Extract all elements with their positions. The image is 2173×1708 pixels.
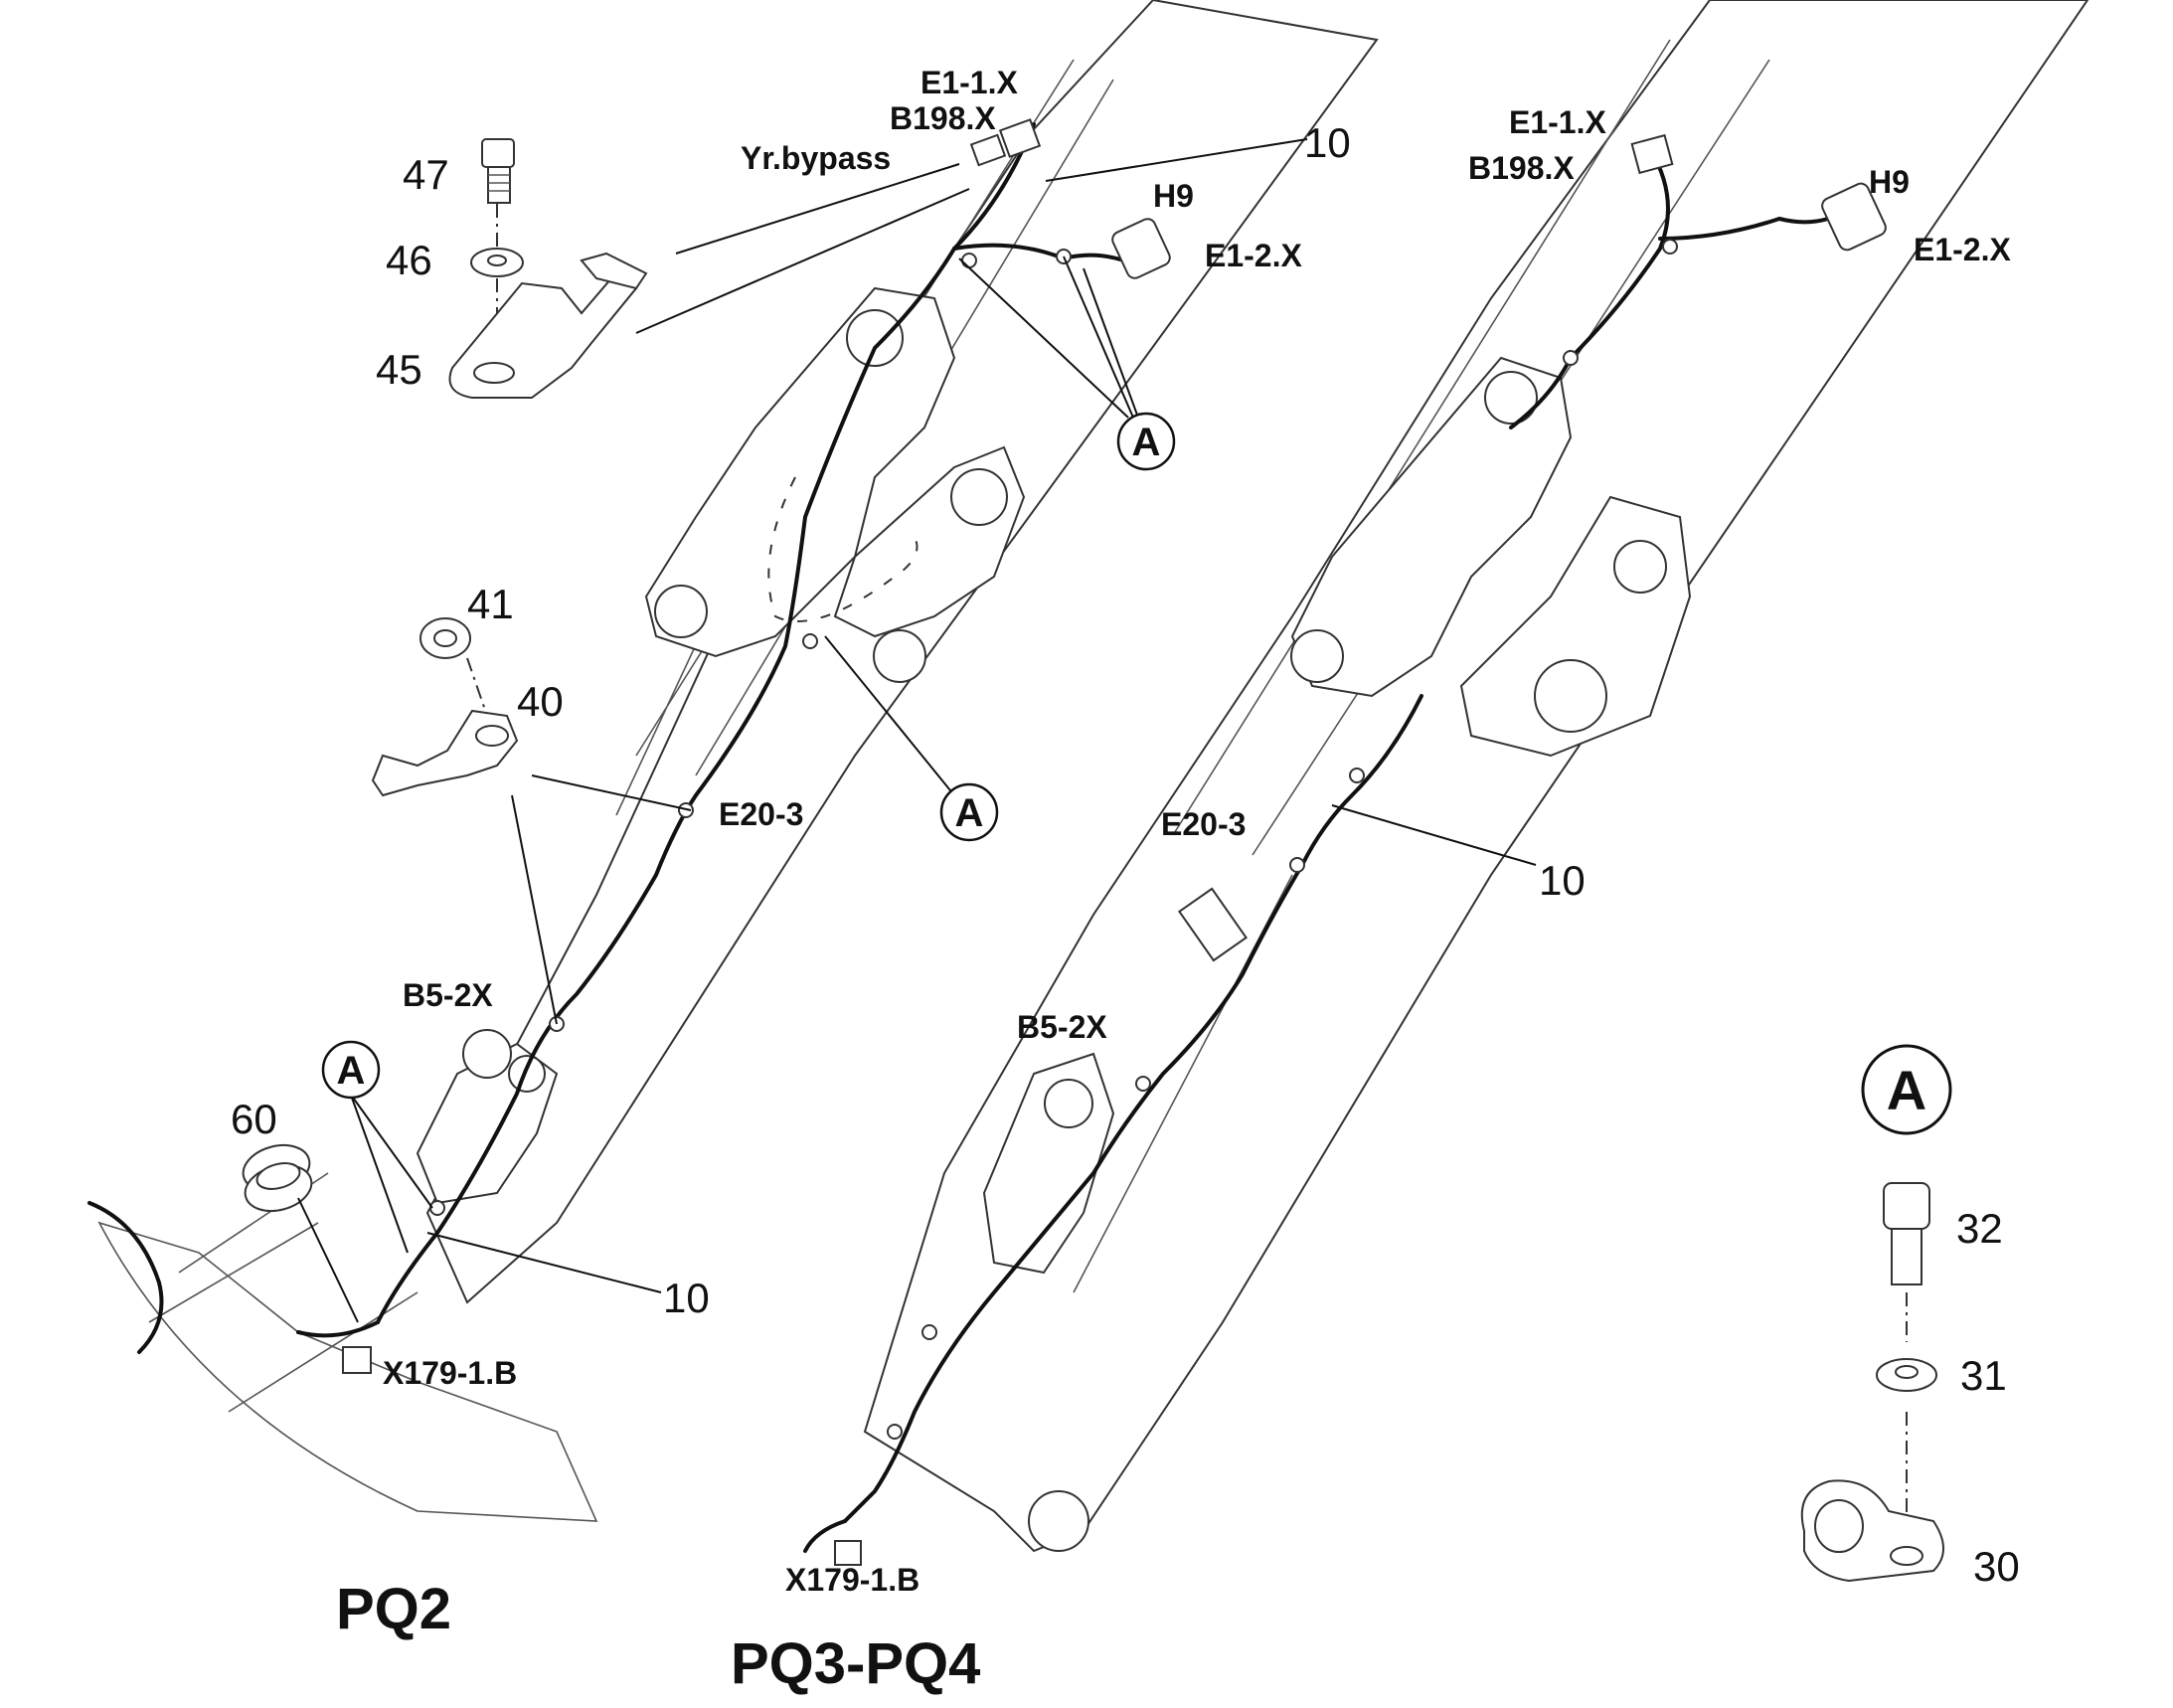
left-connector-b198x [998, 118, 1042, 158]
svg-text:A: A [1887, 1059, 1926, 1121]
left-clamp [678, 802, 694, 818]
right-boom-assembly [803, 0, 2089, 1566]
label-h9-right: H9 [1869, 164, 1910, 200]
label-e20-3-right: E20-3 [1161, 806, 1246, 842]
part-40-41-axis [466, 657, 488, 717]
right-pin-upper [1484, 371, 1538, 425]
right-clamp [1563, 350, 1579, 366]
left-lower-pin-2 [508, 1055, 546, 1093]
ref-60: 60 [231, 1096, 277, 1142]
component-labels: E1-1.X B198.X Yr.bypass H9 E1-2.X E20-3 … [383, 65, 2011, 1598]
svg-text:A: A [337, 1049, 366, 1093]
ref-41: 41 [467, 581, 514, 627]
label-e1-2x-right: E1-2.X [1914, 232, 2011, 267]
ref-32: 32 [1956, 1205, 2003, 1252]
view-title-pq2: PQ2 [336, 1577, 451, 1641]
label-e1-2x-left: E1-2.X [1205, 238, 1302, 273]
part-60-grommet [242, 1143, 313, 1213]
part-40-bracket [371, 709, 519, 797]
right-connector-x179 [834, 1540, 862, 1566]
reference-numbers: 10 10 10 47 46 45 41 40 60 32 31 30 [231, 119, 2020, 1590]
label-h9-left: H9 [1153, 178, 1194, 214]
right-foot-pin [1028, 1490, 1089, 1552]
part-46-washer [470, 248, 524, 277]
left-base-frame [97, 1221, 598, 1522]
right-pivot-pin [1534, 659, 1607, 733]
ref-47: 47 [403, 151, 449, 198]
callout-a-lower: A [321, 1040, 381, 1100]
callout-a-detail: A [1861, 1044, 1952, 1135]
ref-46: 46 [386, 237, 432, 283]
label-x179-1b-right: X179-1.B [785, 1562, 919, 1598]
right-upper-joint [1290, 356, 1573, 698]
left-hidden-cable [767, 476, 919, 622]
right-main-cable [843, 694, 1423, 1523]
left-clamp [802, 633, 818, 649]
leader-lines [297, 138, 1537, 1323]
svg-text:A: A [955, 791, 984, 835]
label-e20-3-left: E20-3 [719, 796, 803, 832]
label-e1-1x-right: E1-1.X [1509, 104, 1606, 140]
left-base-cable [87, 1201, 164, 1354]
part-30-cable-clamp [1800, 1479, 1944, 1583]
ref-10-left: 10 [663, 1275, 710, 1321]
right-clamp [887, 1424, 903, 1440]
left-cylinder-pin [950, 468, 1008, 526]
left-pin-lower [654, 585, 708, 638]
right-end-cable [803, 1519, 847, 1553]
left-h9-lamp [1111, 218, 1171, 279]
right-boom-body [863, 0, 2089, 1553]
part-47-bolt [481, 138, 515, 204]
left-connector-x179 [342, 1346, 372, 1374]
svg-text:A: A [1132, 421, 1161, 464]
ref-40: 40 [517, 678, 564, 725]
label-x179-1b-left: X179-1.B [383, 1355, 517, 1391]
part-41-washer [419, 617, 471, 659]
view-title-pq3-pq4: PQ3-PQ4 [731, 1631, 980, 1696]
right-pin-lower [1290, 629, 1344, 683]
right-clamp [921, 1324, 937, 1340]
part-45-hole [473, 362, 515, 384]
right-upper-cable [1509, 147, 1670, 429]
callout-a-middle: A [939, 782, 999, 842]
right-junction-block [1178, 887, 1248, 962]
right-connector-b198x [1630, 133, 1674, 175]
label-yr-bypass: Yr.bypass [741, 140, 891, 176]
right-lower-pin [1044, 1079, 1093, 1128]
right-h9-lamp [1821, 182, 1887, 252]
left-pin-upper [846, 309, 904, 367]
left-clamp [961, 253, 977, 268]
callout-a-top: A [1116, 412, 1176, 471]
label-b5-2x-left: B5-2X [403, 977, 493, 1013]
left-lower-pin [462, 1029, 512, 1079]
right-clamp [1289, 857, 1305, 873]
left-pivot-pin [873, 629, 926, 683]
part-31-washer [1876, 1358, 1937, 1392]
ref-10-top: 10 [1304, 119, 1351, 166]
left-connector-bypass [969, 133, 1007, 167]
label-b198x-left: B198.X [890, 100, 996, 136]
part-45-bracket [448, 276, 638, 399]
ref-30: 30 [1973, 1543, 2020, 1590]
left-boom-assembly [87, 0, 1379, 1522]
label-b198x-right: B198.X [1468, 150, 1575, 186]
right-clamp [1135, 1076, 1151, 1092]
right-cylinder-pin [1613, 540, 1667, 594]
part-32-bolt [1883, 1182, 1930, 1285]
label-e1-1x-left: E1-1.X [920, 65, 1018, 100]
right-clamp [1662, 239, 1678, 255]
ref-10-right: 10 [1539, 857, 1586, 904]
ref-31: 31 [1960, 1352, 2007, 1399]
right-clamp [1349, 768, 1365, 783]
part-40-hole [475, 725, 509, 747]
left-upper-joint [644, 286, 956, 658]
ref-45: 45 [376, 346, 422, 393]
label-b5-2x-right: B5-2X [1017, 1009, 1107, 1045]
left-clamp [429, 1200, 445, 1216]
left-main-cable [376, 122, 1036, 1324]
part-45-bracket-tab [580, 252, 648, 290]
left-end-cable [296, 1320, 380, 1338]
